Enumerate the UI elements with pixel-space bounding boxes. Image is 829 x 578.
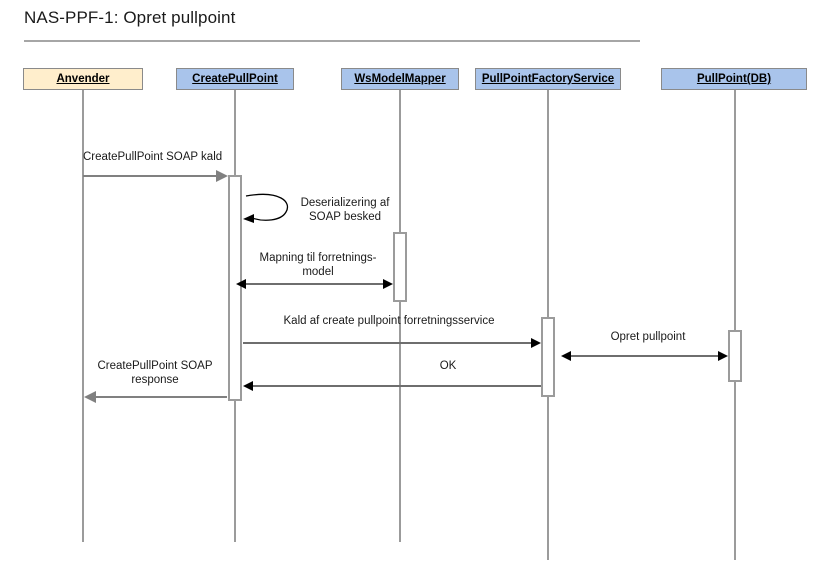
message-line-mapning — [245, 283, 387, 285]
participant-pullpointfactoryservice[interactable]: PullPointFactoryService — [475, 68, 621, 90]
page-title: NAS-PPF-1: Opret pullpoint — [24, 8, 236, 27]
message-line-ok — [252, 385, 541, 387]
message-label-createpullpoint-soap-kald: CreatePullPoint SOAP kald — [83, 151, 223, 163]
participant-pullpoint-db[interactable]: PullPoint(DB) — [661, 68, 807, 90]
arrowhead-left-icon — [84, 391, 96, 403]
activation-bar-pullpoint-db — [728, 330, 742, 382]
title-divider — [24, 40, 640, 42]
arrowhead-right-icon — [383, 279, 393, 289]
lifeline-anvender — [82, 89, 84, 542]
message-line-opret-pullpoint — [570, 355, 722, 357]
participant-label: CreatePullPoint — [192, 73, 278, 85]
arrowhead-left-icon — [561, 351, 571, 361]
participant-wsmodelmapper[interactable]: WsModelMapper — [341, 68, 459, 90]
message-label-deserializering: Deserializering af SOAP besked — [300, 197, 390, 223]
message-label-opret-pullpoint: Opret pullpoint — [610, 331, 686, 343]
message-line-createpullpoint-soap-response — [96, 396, 227, 398]
message-label-kald-af-create-pullpoint: Kald af create pullpoint forretningsserv… — [283, 315, 495, 327]
selfcall-deserializering — [240, 192, 296, 231]
lifeline-pullpoint-db — [734, 89, 736, 560]
message-line-kald-af-create-pullpoint — [243, 342, 531, 344]
arrowhead-right-icon — [531, 338, 541, 348]
participant-label: PullPoint(DB) — [696, 73, 772, 85]
arrowhead-right-icon — [718, 351, 728, 361]
message-label-createpullpoint-soap-response: CreatePullPoint SOAP response — [97, 360, 213, 386]
arrowhead-right-icon — [216, 170, 228, 182]
message-line-createpullpoint-soap-kald — [83, 175, 216, 177]
arrowhead-left-icon — [243, 381, 253, 391]
message-label-ok: OK — [439, 360, 457, 372]
participant-createpullpoint[interactable]: CreatePullPoint — [176, 68, 294, 90]
message-label-mapning-til-forretningsmodel: Mapning til forretnings- model — [259, 252, 377, 278]
participant-label: Anvender — [56, 73, 110, 85]
participant-label: WsModelMapper — [354, 73, 446, 85]
participant-label: PullPointFactoryService — [481, 73, 615, 85]
participant-anvender[interactable]: Anvender — [23, 68, 143, 90]
arrowhead-left-icon — [236, 279, 246, 289]
lifeline-wsmodelmapper — [399, 89, 401, 542]
activation-bar-wsmodelmapper — [393, 232, 407, 302]
activation-bar-pullpointfactoryservice — [541, 317, 555, 397]
